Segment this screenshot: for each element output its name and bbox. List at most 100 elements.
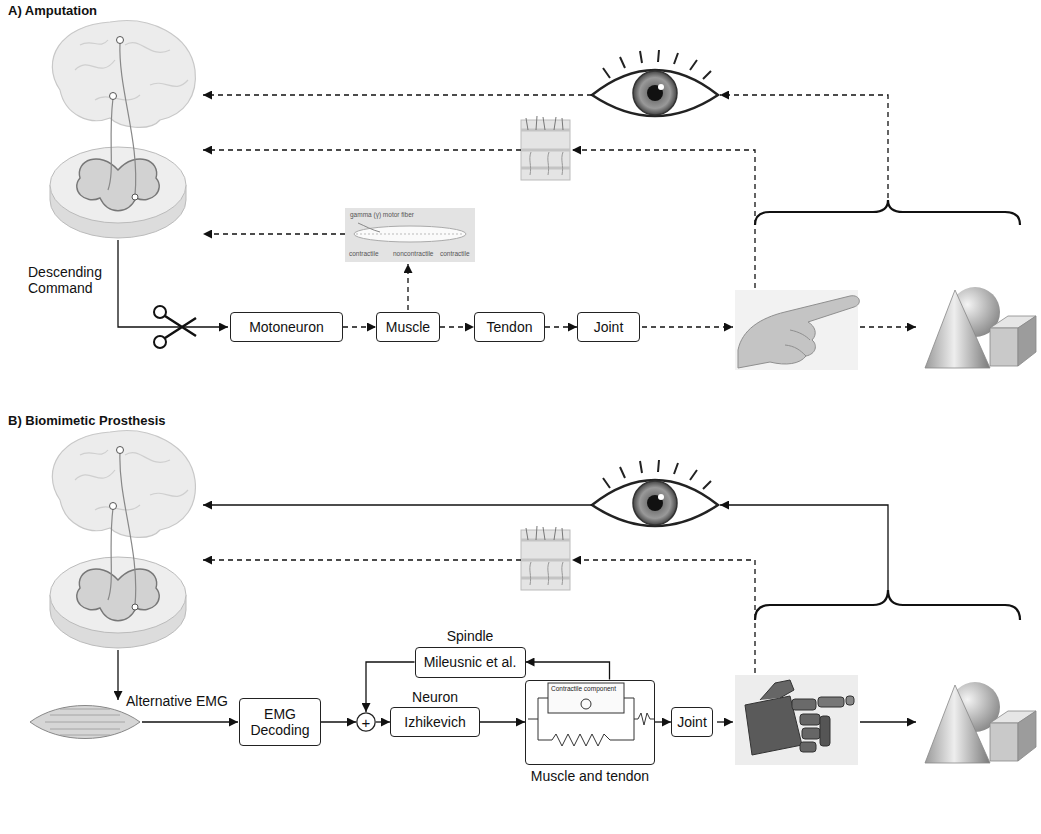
model-box: Muscle and tendon (525, 680, 655, 765)
process-box: Muscle (376, 312, 440, 342)
skin-hairs (526, 116, 563, 130)
annotation-label: Contractile component (551, 685, 616, 692)
joint-to-hand-line (717, 721, 733, 722)
box-text: Mileusnic et al. (424, 654, 517, 670)
scissors-handle (154, 336, 166, 348)
feedback-lines (118, 95, 1020, 327)
robot-finger (818, 697, 844, 707)
cube-side (1018, 316, 1036, 366)
process-box: Joint (577, 312, 640, 342)
annotation-label: contractile (349, 250, 379, 257)
pupil (647, 85, 663, 101)
robot-thumb (760, 680, 794, 700)
box-text: Tendon (487, 319, 533, 335)
box-heading: Muscle and tendon (531, 768, 649, 784)
signal-connector (321, 721, 356, 722)
signal-connector (343, 326, 376, 327)
parallel-elastic-element (538, 698, 634, 746)
activation-symbol (581, 699, 591, 709)
process-box: EMG Decoding (239, 698, 321, 746)
eye-highlight (658, 84, 664, 90)
objects-illustration (925, 682, 1036, 763)
photo-ground (735, 675, 858, 765)
box-text: Muscle (386, 319, 430, 335)
annotation-label: gamma (γ) motor fiber (350, 211, 414, 218)
visual-feedback-line (720, 95, 888, 198)
scissors-symbol (154, 306, 196, 348)
process-box: Joint (671, 707, 713, 737)
cone (925, 290, 990, 368)
signal-connector (526, 662, 610, 680)
scissors-blades (165, 316, 196, 338)
scissors-handle (154, 306, 166, 318)
robot-fingertip (846, 696, 854, 705)
descending-command-line (117, 650, 118, 700)
skin-receptor-illustration (521, 116, 570, 180)
process-box: Motoneuron (230, 312, 343, 342)
eyelashes (603, 50, 711, 79)
bracket (755, 200, 1020, 225)
box-text: Joint (677, 714, 707, 730)
skin-layers (521, 130, 570, 168)
signal-connector (545, 326, 577, 327)
annotation-label: contractile (440, 250, 470, 257)
junction-circle (357, 713, 375, 731)
robotic-hand-illustration (735, 675, 858, 765)
model-box: SpindleMileusnic et al. (415, 647, 526, 678)
panel-heading: B) Biomimetic Prosthesis (8, 414, 166, 429)
tactile-feedback-line (572, 560, 755, 673)
signal-connector (366, 662, 415, 712)
box-text: EMG Decoding (248, 706, 312, 738)
hand-shape (738, 296, 859, 368)
signal-connector (440, 326, 474, 327)
neuron-body (132, 194, 138, 200)
visual-feedback-line (720, 505, 888, 590)
tactile-feedback-line (203, 149, 521, 150)
skin-nerves (530, 152, 563, 175)
eye-icon (592, 50, 718, 116)
box-text: + (362, 715, 371, 730)
objects-illustration (925, 287, 1036, 368)
contractile-component (548, 683, 624, 713)
gamma-fiber (358, 223, 380, 232)
signal-connector (655, 721, 671, 722)
muscle-striations (45, 709, 125, 735)
muscle-spindle-illustration (345, 208, 475, 262)
annotation-label: Descending Command (28, 264, 118, 296)
box-text: Motoneuron (249, 319, 324, 335)
descending-command-line (118, 240, 228, 327)
tactile-feedback-line (572, 150, 755, 288)
series-elastic-element (528, 713, 654, 725)
skin-receptor-illustration (521, 526, 570, 590)
spindle-ground (345, 208, 475, 262)
neuron-fiber (120, 42, 136, 195)
box-heading: Neuron (412, 689, 458, 705)
brain-outline (52, 21, 195, 128)
neuron-fiber (108, 98, 113, 190)
eye-outline (592, 70, 718, 116)
joint-to-hand-line (642, 326, 733, 327)
brain-spinal-illustration (50, 431, 195, 648)
box-heading: Spindle (447, 628, 494, 644)
neuron-body (117, 37, 124, 44)
bracket (755, 590, 1020, 620)
hand-to-objects-line (860, 721, 916, 722)
box-text: Joint (594, 319, 624, 335)
process-box: Tendon (474, 312, 545, 342)
iris (633, 71, 677, 115)
muscle-belly (30, 706, 140, 739)
brain-gyri (75, 40, 188, 100)
visual-feedback-line (203, 504, 592, 505)
visual-feedback-line (203, 94, 592, 95)
spindle-feedback-line (203, 233, 345, 234)
eye-icon (592, 460, 718, 526)
neuron-body (110, 93, 117, 100)
model-box: NeuronIzhikevich (390, 707, 480, 737)
robot-finger (820, 716, 830, 746)
annotation-label: noncontractile (393, 250, 433, 257)
signal-connector (480, 721, 525, 722)
emg-signal-line (142, 721, 238, 722)
robot-finger (800, 714, 820, 725)
robot-finger (802, 728, 820, 739)
